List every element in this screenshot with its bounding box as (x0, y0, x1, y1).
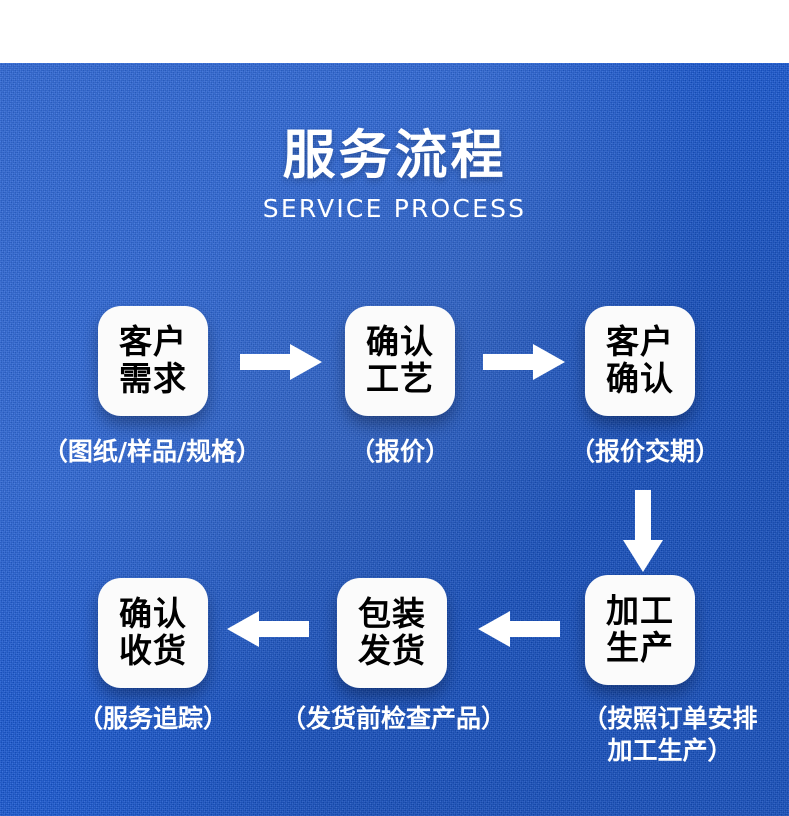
step-box-packing-shipping[interactable]: 包装 发货 (337, 578, 447, 688)
step-label-line2: 需求 (119, 359, 187, 398)
step-label-line1: 加工 (606, 591, 674, 631)
page-title: 服务流程 (282, 125, 507, 186)
arrow-left-icon (478, 611, 560, 647)
step-label-line2: 工艺 (366, 359, 434, 398)
step-caption-confirm-receipt: （服务追踪） (77, 704, 228, 733)
step-caption-production: （按照订单安排 加工生产） (555, 703, 785, 767)
step-caption-production-line1: （按照订单安排 (582, 704, 758, 733)
step-box-customer-confirm[interactable]: 客户 确认 (585, 306, 695, 416)
arrow-right-icon (240, 344, 322, 380)
step-label-line2: 生产 (606, 628, 674, 667)
step-label-line2: 收货 (119, 631, 187, 670)
arrow-right-icon (483, 344, 565, 380)
step-label-line2: 发货 (358, 631, 426, 670)
step-label-line1: 客户 (119, 322, 187, 362)
step-caption-production-line2: 加工生产） (607, 736, 733, 765)
step-box-customer-requirement[interactable]: 客户 需求 (98, 306, 208, 416)
page-subtitle: SERVICE PROCESS (262, 193, 527, 223)
step-caption-confirm-process: （报价） (349, 437, 450, 466)
step-box-confirm-receipt[interactable]: 确认 收货 (98, 578, 208, 688)
step-label-line1: 包装 (358, 594, 426, 634)
step-label-line1: 确认 (119, 594, 187, 634)
step-box-production[interactable]: 加工 生产 (585, 575, 695, 685)
step-caption-packing-shipping: （发货前检查产品） (280, 704, 506, 733)
heading-block: 服务流程 SERVICE PROCESS (0, 128, 789, 223)
step-label-line2: 确认 (606, 359, 674, 398)
arrow-left-icon (227, 611, 309, 647)
step-label-line1: 确认 (366, 322, 434, 362)
arrow-down-icon (623, 490, 663, 572)
step-caption-customer-confirm: （报价交期） (569, 437, 720, 466)
step-box-confirm-process[interactable]: 确认 工艺 (345, 306, 455, 416)
step-caption-customer-requirement: （图纸/样品/规格） (42, 437, 262, 466)
step-label-line1: 客户 (606, 322, 674, 362)
